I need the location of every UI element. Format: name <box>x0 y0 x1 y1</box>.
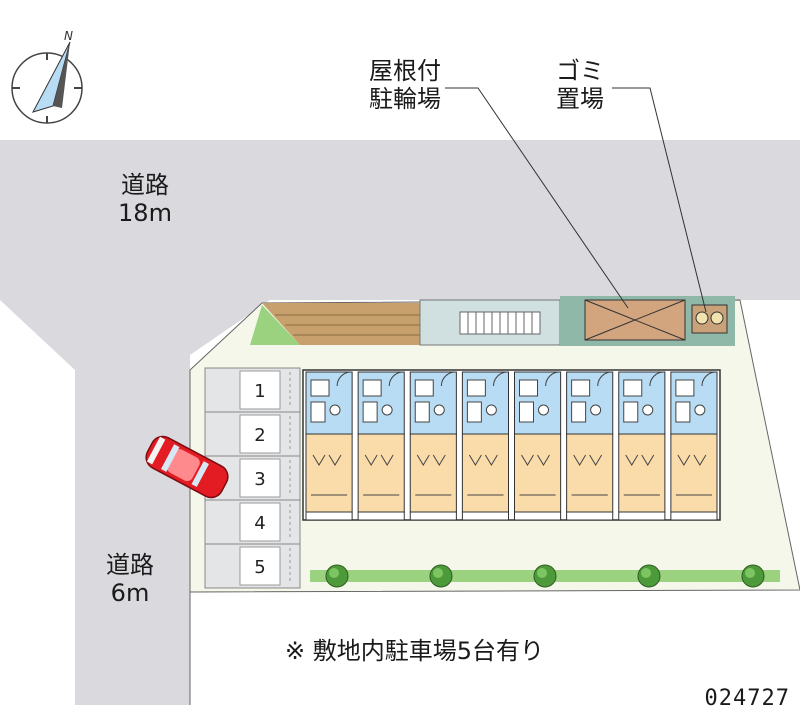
garbage-area-label: ゴミ 置場 <box>556 57 604 113</box>
apartment-unit <box>409 371 457 521</box>
leader-garbage <box>612 87 707 313</box>
parking-spot-number: 3 <box>254 469 265 490</box>
parking-spot-number: 2 <box>254 425 265 446</box>
bicycle-parking <box>584 299 686 341</box>
apartment-building <box>302 369 721 521</box>
parking-note: ※ 敷地内駐車場5台有り <box>285 637 545 665</box>
parking-spot-number: 5 <box>254 557 265 578</box>
parking-spot: 4 <box>205 499 300 542</box>
side-road-label: 道路 6m <box>106 551 154 607</box>
parking-spot-number: 4 <box>254 513 265 534</box>
apartment-unit <box>566 371 614 521</box>
main-road-label: 道路 18m <box>118 171 172 227</box>
apartment-unit <box>670 371 718 521</box>
apartment-unit <box>618 371 666 521</box>
tree-icon <box>325 564 349 588</box>
staircase <box>419 299 561 346</box>
garbage-area <box>691 304 728 334</box>
parking-spot: 3 <box>205 455 300 498</box>
apartment-unit <box>514 371 562 521</box>
parking-spot-number: 1 <box>254 381 265 402</box>
leader-bicycle <box>445 87 629 309</box>
parking-spot: 1 <box>239 370 291 410</box>
svg-text:N: N <box>64 29 73 43</box>
car-icon <box>145 435 229 499</box>
bicycle-parking-label: 屋根付 駐輪場 <box>369 57 441 113</box>
apartment-unit <box>461 371 509 521</box>
tree-icon <box>637 564 661 588</box>
main-road <box>0 140 800 705</box>
tree-icon <box>741 564 765 588</box>
parking-spot: 2 <box>205 411 300 454</box>
apartment-unit <box>305 371 353 521</box>
parking-spot: 5 <box>205 543 300 586</box>
tree-icon <box>429 564 453 588</box>
parking-lot: 1 2 3 4 5 <box>204 367 301 589</box>
property-code: 024727 <box>704 685 790 711</box>
apartment-unit <box>357 371 405 521</box>
compass-icon: N <box>11 29 83 124</box>
tree-icon <box>533 564 557 588</box>
